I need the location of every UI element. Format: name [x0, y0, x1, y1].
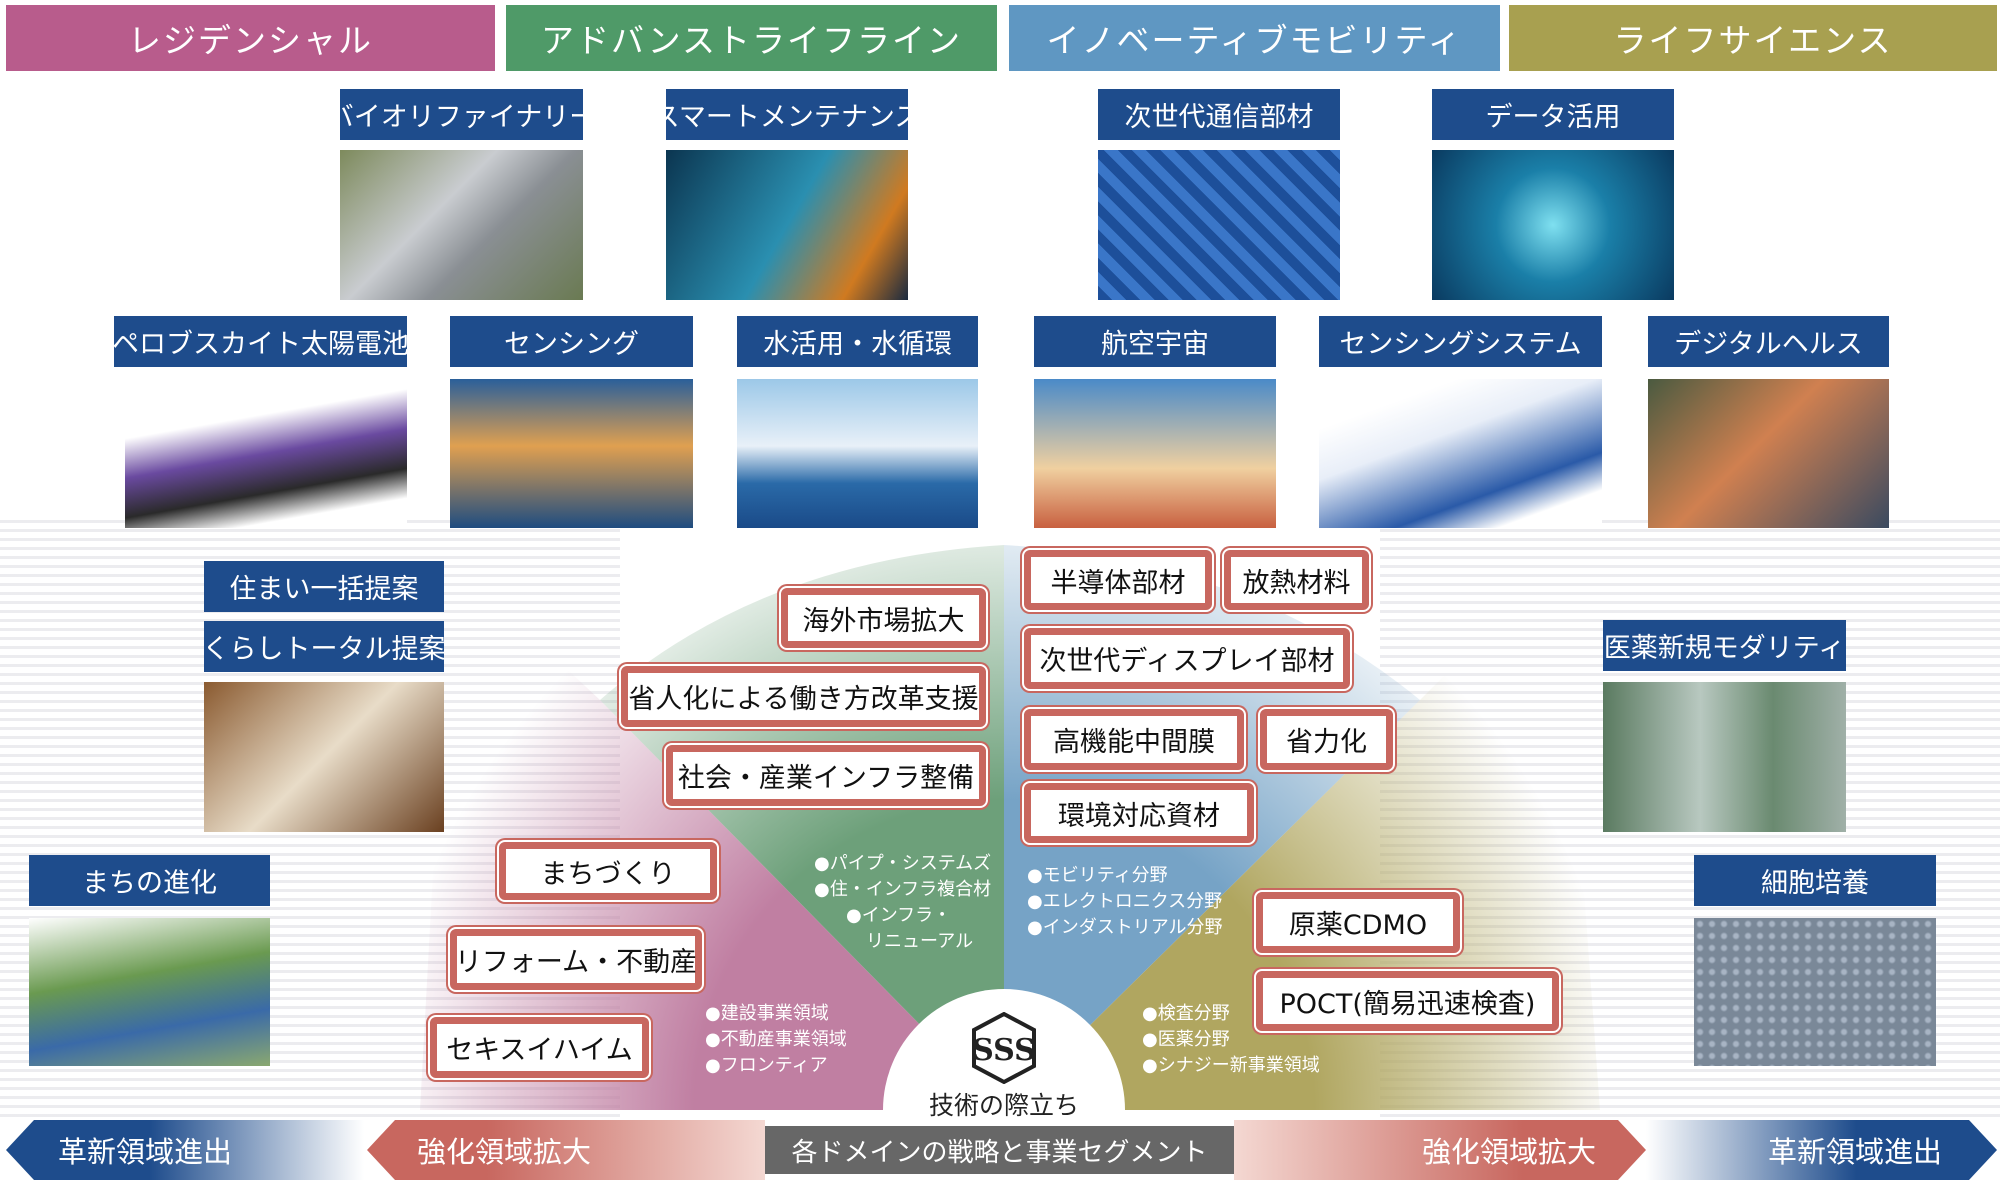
- segment-item: ●不動産事業領域: [705, 1029, 847, 1050]
- smart-maintenance-image: [666, 150, 908, 300]
- logo-text: SSS: [972, 1033, 1036, 1068]
- label-new-modality: 医薬新規モダリティ: [1603, 620, 1846, 671]
- bottom-right-inner: 強化領域拡大: [1234, 1120, 1646, 1180]
- label-water: 水活用・水循環: [737, 316, 978, 367]
- box-poct: POCT(簡易迅速検査): [1256, 971, 1559, 1031]
- bottom-center: 各ドメインの戦略と事業セグメント: [765, 1126, 1234, 1174]
- box-eco: 環境対応資材: [1024, 783, 1254, 843]
- cell-culture-image: [1694, 918, 1936, 1066]
- next-comm-image: [1098, 150, 1340, 300]
- label-digital-health: デジタルヘルス: [1648, 316, 1889, 367]
- label-cell-culture: 細胞培養: [1694, 855, 1936, 906]
- label-housing-proposal: 住まい一括提案: [204, 561, 444, 612]
- bottom-left-inner: 強化領域拡大: [367, 1120, 765, 1180]
- segment-item: ●住・インフラ複合材: [814, 879, 992, 900]
- label-perovskite: ペロブスカイト太陽電池: [112, 316, 409, 367]
- label-town-evolution: まちの進化: [29, 855, 270, 906]
- segments-mobility: ●モビリティ分野 ●エレクトロニクス分野 ●インダストリアル分野: [1027, 863, 1223, 941]
- box-semiconductor: 半導体部材: [1024, 550, 1212, 610]
- segment-item: ●フロンティア: [705, 1055, 828, 1076]
- box-infra: 社会・産業インフラ整備: [666, 745, 986, 806]
- label-sensing: センシング: [450, 316, 693, 367]
- sensing-image: [450, 379, 693, 528]
- segment-item: リニューアル: [866, 931, 974, 952]
- water-image: [737, 379, 978, 528]
- segment-item: ●医薬分野: [1142, 1029, 1230, 1050]
- center-label: 技術の際立ち: [928, 1091, 1079, 1120]
- segment-item: ●検査分野: [1142, 1003, 1230, 1024]
- label-biorefinery: バイオリファイナリー: [327, 89, 596, 140]
- digital-health-image: [1648, 379, 1889, 528]
- box-display: 次世代ディスプレイ部材: [1024, 628, 1350, 689]
- modality-image: [1603, 682, 1846, 832]
- segments-residential: ●建設事業領域 ●不動産事業領域 ●フロンティア: [705, 1001, 847, 1079]
- sss-logo-icon: SSS: [972, 1012, 1036, 1084]
- label-smart-maintenance: スマートメンテナンス: [653, 89, 921, 140]
- label-data-use: データ活用: [1432, 89, 1674, 140]
- segment-item: ●エレクトロニクス分野: [1027, 891, 1223, 912]
- aerospace-image: [1034, 379, 1276, 528]
- segments-lifeline: ●パイプ・システムズ ●住・インフラ複合材 ●インフラ・ リニューアル: [814, 851, 991, 955]
- box-labor-saving-work: 省人化による働き方改革支援: [621, 666, 986, 727]
- domain-advanced-lifeline: アドバンストライフライン: [506, 5, 997, 71]
- label-sensing-system: センシングシステム: [1319, 316, 1602, 367]
- label-next-comm: 次世代通信部材: [1098, 89, 1340, 140]
- biorefinery-image: [340, 150, 583, 300]
- label-living-proposal: くらしトータル提案: [203, 621, 446, 672]
- segments-lifescience: ●検査分野 ●医薬分野 ●シナジー新事業領域: [1142, 1001, 1320, 1079]
- segment-item: ●インフラ・: [846, 905, 952, 926]
- domain-life-science: ライフサイエンス: [1509, 5, 1997, 71]
- sensing-system-image: [1319, 379, 1602, 528]
- segment-item: ●建設事業領域: [705, 1003, 829, 1024]
- bottom-right-outer: 革新領域進出: [1646, 1120, 1997, 1180]
- box-town: まちづくり: [499, 842, 717, 900]
- domain-innovative-mobility: イノベーティブモビリティ: [1009, 5, 1500, 71]
- segment-item: ●インダストリアル分野: [1027, 917, 1223, 938]
- data-use-image: [1432, 150, 1674, 300]
- box-film: 高機能中間膜: [1024, 709, 1244, 770]
- domain-residential: レジデンシャル: [6, 5, 495, 71]
- segment-item: ●パイプ・システムズ: [814, 853, 992, 874]
- box-overseas: 海外市場拡大: [781, 588, 986, 648]
- bottom-left-outer: 革新領域進出: [6, 1120, 364, 1180]
- box-heat: 放熱材料: [1224, 550, 1369, 610]
- box-heim: セキスイハイム: [430, 1017, 649, 1078]
- segment-item: ●シナジー新事業領域: [1142, 1055, 1320, 1076]
- box-cdmo: 原薬CDMO: [1256, 892, 1460, 953]
- label-aerospace: 航空宇宙: [1034, 316, 1276, 367]
- segment-item: ●モビリティ分野: [1027, 865, 1168, 886]
- living-image: [204, 682, 444, 832]
- box-labor-saving: 省力化: [1260, 709, 1393, 770]
- perovskite-image: [125, 379, 407, 528]
- center-circle: [883, 989, 1125, 1110]
- box-reform: リフォーム・不動産: [450, 929, 702, 990]
- town-image: [29, 918, 270, 1066]
